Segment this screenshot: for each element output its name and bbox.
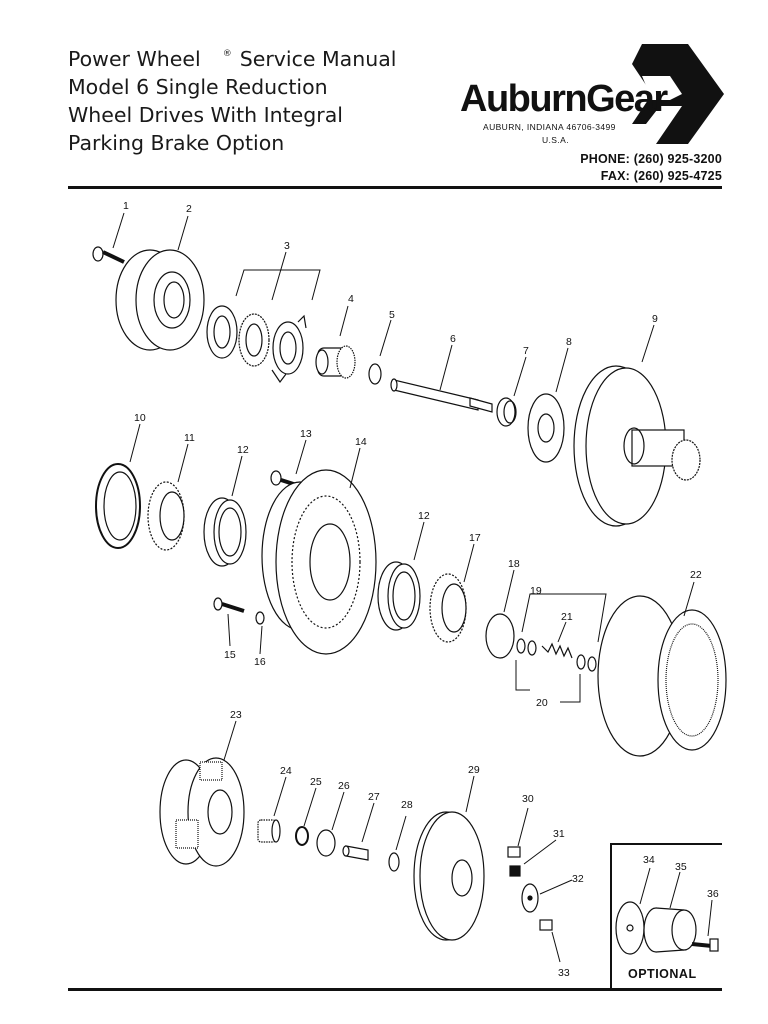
callout-15: 15 xyxy=(224,649,236,661)
callout-25: 25 xyxy=(310,776,322,788)
callout-1: 1 xyxy=(123,200,129,212)
callout-33: 33 xyxy=(558,967,570,979)
part-12-cup xyxy=(203,497,247,567)
optional-parts-box xyxy=(610,843,722,989)
part-24-needle-bearing xyxy=(257,819,281,843)
brand-name: AuburnGear xyxy=(460,78,668,120)
title-line-1: Power Wheel®Service Manual xyxy=(68,47,397,71)
callout-20: 20 xyxy=(536,697,548,709)
part-32-disc xyxy=(521,883,539,913)
callout-32: 32 xyxy=(572,873,584,885)
part-5-snap-ring xyxy=(368,363,382,385)
callout-6: 6 xyxy=(450,333,456,345)
callout-numbers: 1 2 3 4 5 6 7 8 9 10 11 12 13 14 12 17 1… xyxy=(123,200,719,979)
callout-14: 14 xyxy=(355,436,367,448)
part-29-cover xyxy=(413,811,485,941)
callout-31: 31 xyxy=(553,828,565,840)
callout-23: 23 xyxy=(230,709,242,721)
callout-12b: 12 xyxy=(418,510,430,522)
callout-12: 12 xyxy=(237,444,249,456)
optional-label: OPTIONAL xyxy=(628,967,697,981)
part-14-hub xyxy=(261,469,377,655)
fax-number: FAX: (260) 925-4725 xyxy=(600,169,722,183)
callout-16: 16 xyxy=(254,656,266,668)
callout-21: 21 xyxy=(561,611,573,623)
registered-mark: ® xyxy=(222,49,232,59)
callout-18: 18 xyxy=(508,558,520,570)
part-30-plug xyxy=(507,846,521,858)
contact-info: PHONE: (260) 925-3200 FAX: (260) 925-472… xyxy=(580,151,722,185)
callout-24: 24 xyxy=(280,765,292,777)
callout-26: 26 xyxy=(338,780,350,792)
part-27-pin xyxy=(342,845,369,861)
part-31-insert xyxy=(509,865,521,877)
callout-22: 22 xyxy=(690,569,702,581)
address-line-1: AUBURN, INDIANA 46706-3499 xyxy=(483,122,616,132)
callout-10: 10 xyxy=(134,412,146,424)
part-35-adapter xyxy=(643,907,697,953)
part-4-coupling xyxy=(315,345,356,379)
callout-5: 5 xyxy=(389,309,395,321)
part-15-bolt xyxy=(213,597,245,613)
part-19-21-spring-set xyxy=(516,638,597,672)
document-title: Power Wheel®Service Manual Model 6 Singl… xyxy=(68,40,448,157)
part-6-shaft xyxy=(390,378,493,413)
part-18-retaining-ring xyxy=(485,613,515,659)
callout-2: 2 xyxy=(186,203,192,215)
callout-8: 8 xyxy=(566,336,572,348)
callout-30: 30 xyxy=(522,793,534,805)
title-suffix: Service Manual xyxy=(239,47,397,71)
callout-13: 13 xyxy=(300,428,312,440)
part-33-screw xyxy=(539,919,553,931)
part-10-seal xyxy=(95,463,141,549)
part-3-discs xyxy=(206,305,307,384)
callout-19: 19 xyxy=(530,585,542,597)
callout-28: 28 xyxy=(401,799,413,811)
callout-27: 27 xyxy=(368,791,380,803)
part-17-bearing xyxy=(429,573,467,643)
callout-29: 29 xyxy=(468,764,480,776)
callout-3: 3 xyxy=(284,240,290,252)
part-12-cup-2 xyxy=(377,561,421,631)
part-11-bearing xyxy=(147,481,185,551)
part-22-ring-gear xyxy=(597,595,727,757)
header-rule xyxy=(68,186,722,189)
callout-35: 35 xyxy=(675,861,687,873)
title-line-3: Wheel Drives With Integral xyxy=(68,103,343,127)
callout-7: 7 xyxy=(523,345,529,357)
callout-34: 34 xyxy=(643,854,655,866)
brand-logo: AuburnGear AUBURN, INDIANA 46706-3499 U.… xyxy=(456,42,726,152)
part-26-thrust-washer xyxy=(316,829,336,857)
chevron-logo-icon xyxy=(632,44,724,144)
callout-4: 4 xyxy=(348,293,354,305)
part-9-spindle xyxy=(573,365,701,527)
title-line-4: Parking Brake Option xyxy=(68,131,285,155)
part-36-bolt xyxy=(691,938,719,952)
part-23-carrier xyxy=(159,757,245,867)
part-1-bolt xyxy=(92,246,125,264)
footer-rule xyxy=(68,988,722,991)
callout-17: 17 xyxy=(469,532,481,544)
callout-9: 9 xyxy=(652,313,658,325)
callout-11: 11 xyxy=(184,432,195,444)
part-2-housing xyxy=(115,249,205,351)
title-line-2: Model 6 Single Reduction xyxy=(68,75,328,99)
phone-number: PHONE: (260) 925-3200 xyxy=(580,152,722,166)
part-7-bushing xyxy=(496,397,517,427)
callout-36: 36 xyxy=(707,888,719,900)
part-25-spacer xyxy=(295,826,309,846)
part-8-plate xyxy=(527,393,565,463)
address-line-2: U.S.A. xyxy=(542,135,569,145)
part-28-o-ring xyxy=(388,852,400,872)
part-16-washer xyxy=(255,611,265,625)
